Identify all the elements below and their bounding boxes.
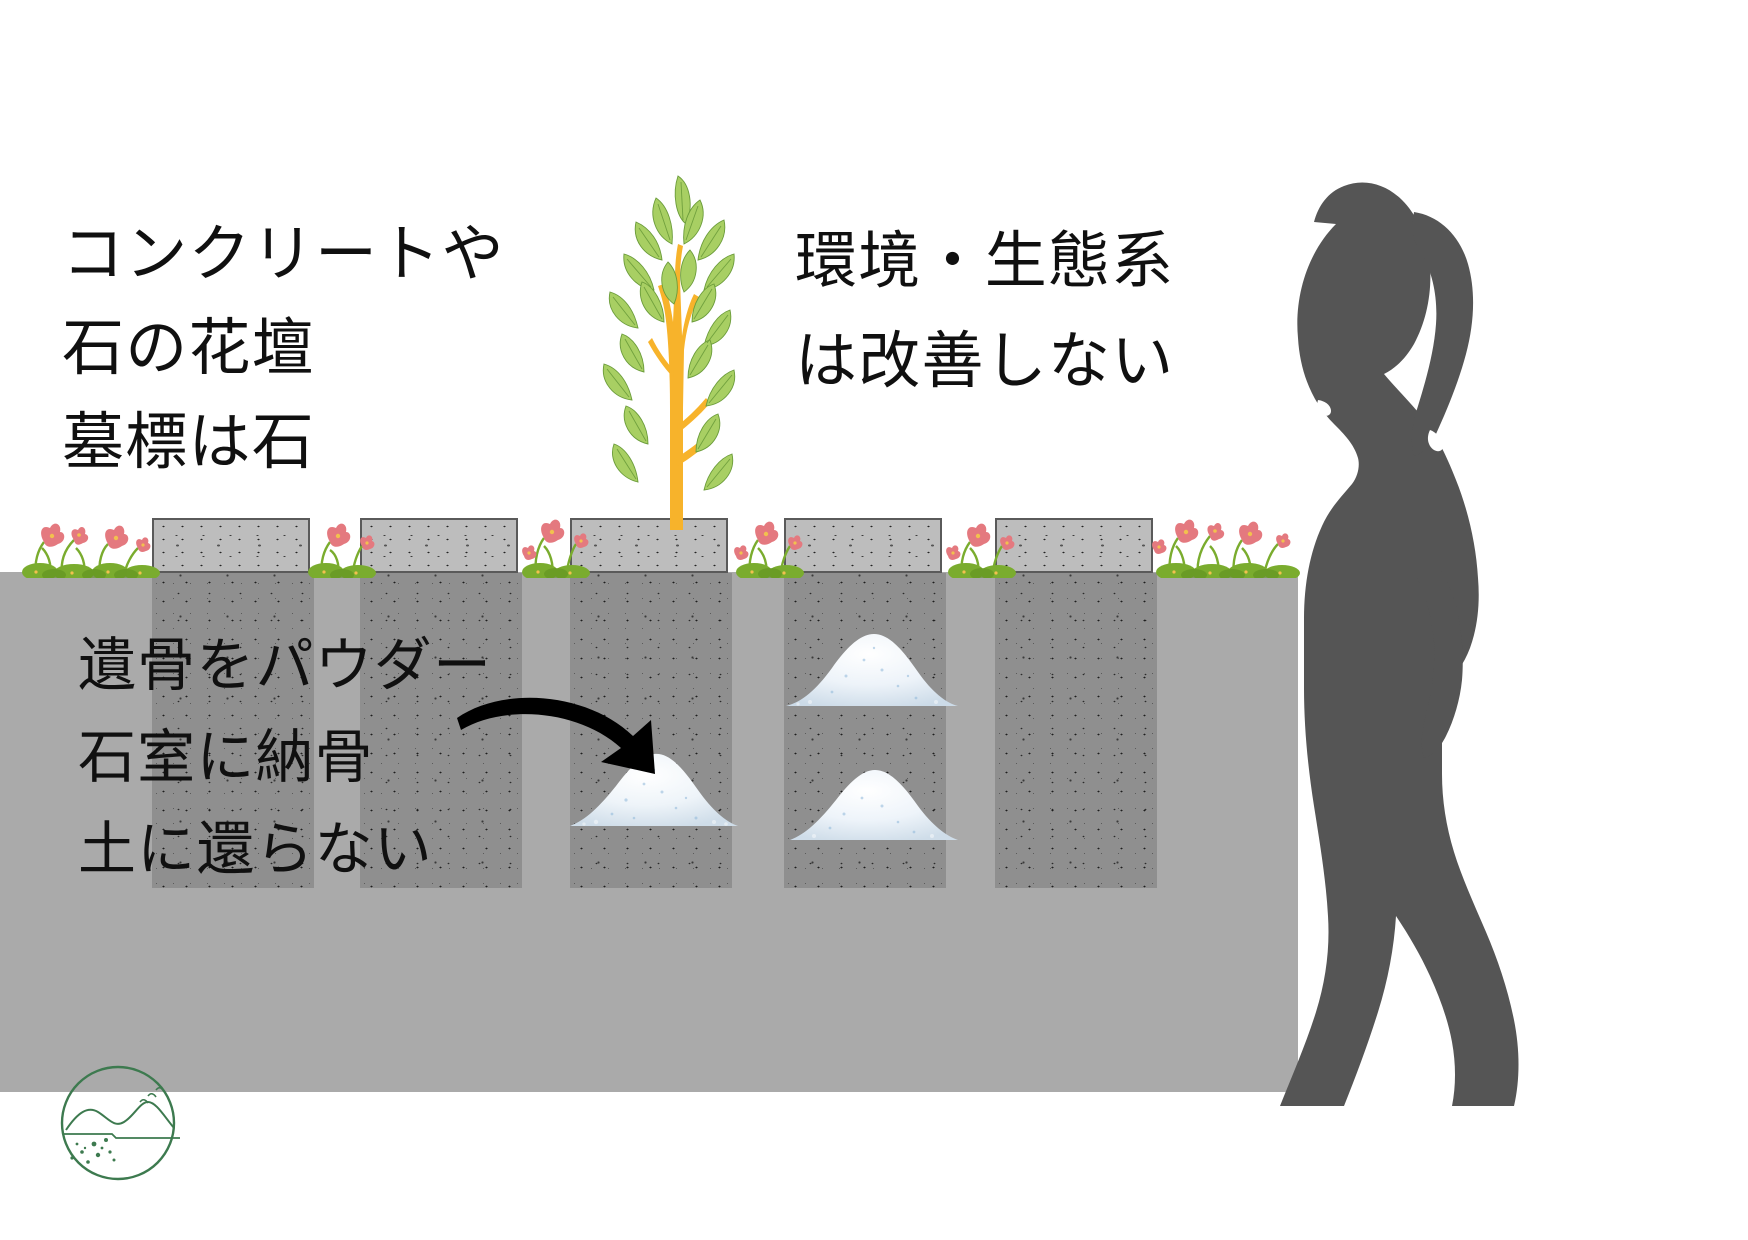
flower-bed-5 xyxy=(1152,519,1300,578)
ash-pile-chamber4-lower xyxy=(790,770,958,840)
mourner-silhouette xyxy=(1280,182,1519,1106)
annotation-top-left: コンクリートや 石の花壇 墓標は石 xyxy=(62,220,505,477)
burial-chamber-1 xyxy=(152,573,314,888)
grave-slab-4 xyxy=(784,518,942,573)
flower-bed-4 xyxy=(946,523,1016,578)
flower-bed-3 xyxy=(734,521,804,578)
pointing-arrow xyxy=(457,697,655,774)
burial-chamber-5 xyxy=(995,573,1157,888)
ash-pile-chamber4-upper xyxy=(786,634,958,706)
flower-bed-1 xyxy=(308,523,376,578)
flower-bed-0 xyxy=(22,523,160,578)
brand-logo xyxy=(60,1065,180,1181)
grave-slab-5 xyxy=(995,518,1153,573)
annotation-mid-left: 遺骨をパウダー 石室に納骨 土に還らない xyxy=(78,633,493,882)
sapling-tree xyxy=(602,175,736,530)
flower-bed-2 xyxy=(522,519,590,578)
burial-chamber-2 xyxy=(360,573,522,888)
grave-slab-3 xyxy=(570,518,728,573)
annotation-top-right: 環境・生態系 は改善しない xyxy=(795,227,1175,396)
grave-slab-2 xyxy=(360,518,518,573)
grave-slab-1 xyxy=(152,518,310,573)
tree-leaves xyxy=(602,175,736,491)
